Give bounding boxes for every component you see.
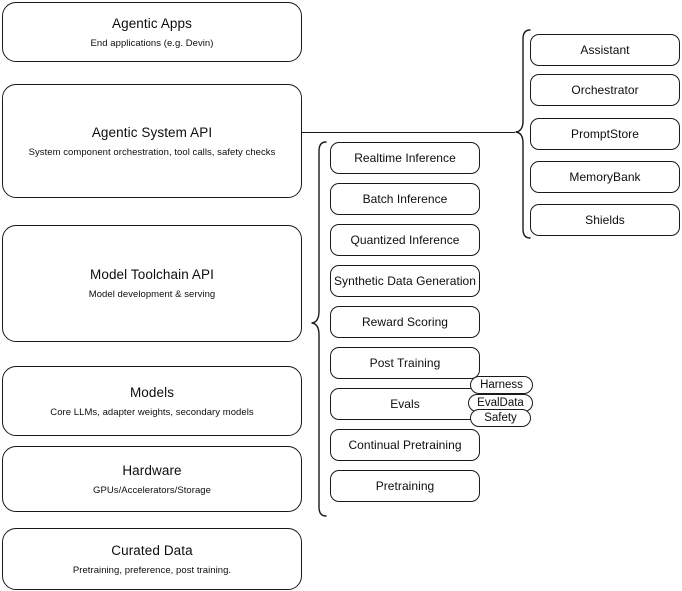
layer-title: Models [129,384,175,400]
system-item-promptstore[interactable]: PromptStore [530,118,680,150]
layer-agentic-apps[interactable]: Agentic Apps End applications (e.g. Devi… [2,2,302,62]
toolchain-item-synthetic-data-generation[interactable]: Synthetic Data Generation [330,265,480,297]
chip-label: Continual Pretraining [348,437,462,452]
layer-title: Curated Data [111,542,193,558]
layer-agentic-system-api[interactable]: Agentic System API System component orch… [2,84,302,198]
toolchain-item-evals[interactable]: Evals [330,388,480,420]
toolchain-brace [311,141,327,517]
toolchain-item-batch-inference[interactable]: Batch Inference [330,183,480,215]
layer-subtitle: GPUs/Accelerators/Storage [93,484,211,496]
layer-hardware[interactable]: Hardware GPUs/Accelerators/Storage [2,446,302,512]
eval-badge-safety[interactable]: Safety [470,409,531,427]
layer-models[interactable]: Models Core LLMs, adapter weights, secon… [2,366,302,436]
layer-title: Model Toolchain API [90,267,214,282]
chip-label: Assistant [580,42,630,57]
layer-subtitle: Model development & serving [88,289,216,300]
layer-title: Agentic Apps [111,15,192,31]
system-api-connector-line [302,132,515,134]
toolchain-item-post-training[interactable]: Post Training [330,347,480,379]
toolchain-item-reward-scoring[interactable]: Reward Scoring [330,306,480,338]
chip-label: Evals [390,396,420,411]
layer-subtitle: Core LLMs, adapter weights, secondary mo… [50,406,254,418]
toolchain-item-pretraining[interactable]: Pretraining [330,470,480,502]
toolchain-item-quantized-inference[interactable]: Quantized Inference [330,224,480,256]
chip-label: MemoryBank [569,169,641,184]
toolchain-item-realtime-inference[interactable]: Realtime Inference [330,142,480,174]
chip-label: Synthetic Data Generation [334,273,476,288]
layer-title: Agentic System API [91,124,213,140]
layer-curated-data[interactable]: Curated Data Pretraining, preference, po… [2,528,302,590]
layer-subtitle: System component orchestration, tool cal… [28,146,276,158]
chip-label: Orchestrator [571,82,639,97]
layer-subtitle: End applications (e.g. Devin) [90,37,214,49]
chip-label: Reward Scoring [361,314,449,329]
system-item-orchestrator[interactable]: Orchestrator [530,74,680,106]
pill-label: Harness [480,378,523,391]
layer-title: Hardware [122,462,182,478]
chip-label: Pretraining [375,478,435,493]
chip-label: Quantized Inference [350,232,460,247]
system-item-shields[interactable]: Shields [530,204,680,236]
chip-label: Shields [585,212,625,227]
chip-label: Batch Inference [362,191,448,206]
pill-label: Safety [484,411,517,424]
system-item-assistant[interactable]: Assistant [530,34,680,66]
eval-badge-harness[interactable]: Harness [470,376,533,394]
chip-label: Post Training [369,355,441,370]
layer-subtitle: Pretraining, preference, post training. [72,564,232,576]
system-item-memorybank[interactable]: MemoryBank [530,161,680,193]
pill-label: EvalData [477,396,524,409]
system-components-brace [515,29,531,239]
eval-badge-evaldata[interactable]: EvalData [468,394,533,412]
toolchain-item-continual-pretraining[interactable]: Continual Pretraining [330,429,480,461]
layer-model-toolchain-api[interactable]: Model Toolchain API Model development & … [2,225,302,342]
chip-label: Realtime Inference [354,150,456,165]
chip-label: PromptStore [571,126,639,141]
